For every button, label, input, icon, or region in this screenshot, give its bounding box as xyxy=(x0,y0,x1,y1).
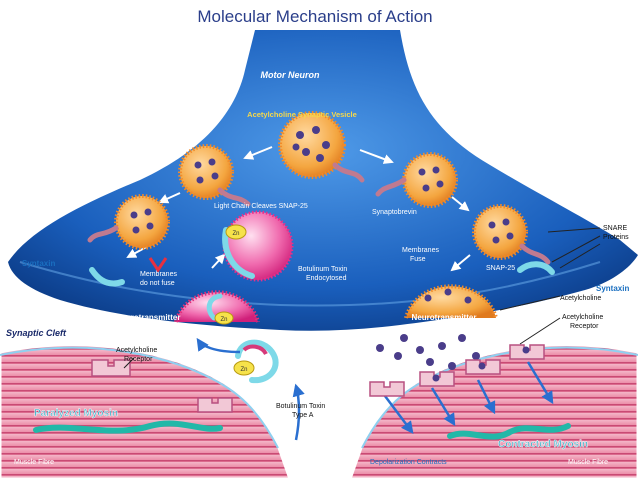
label-nt-released-1: Neurotransmitter xyxy=(412,313,477,322)
label-vesicle: Acetylcholine Synaptic Vesicle xyxy=(247,110,357,119)
label-light-chain: Light Chain Cleaves SNAP-25 xyxy=(214,203,308,210)
vesicle-blocked xyxy=(174,290,260,323)
label-depolarization: Depolarization Contracts xyxy=(370,459,447,466)
label-nt-not-released-2: Not Released xyxy=(123,323,174,332)
pointer-lines xyxy=(123,227,601,369)
label-ach-receptor-right-1: Acetylcholine xyxy=(562,314,603,321)
label-zn-2: Zn xyxy=(220,317,227,323)
label-ach-receptor-right-2: Receptor xyxy=(570,323,599,330)
label-botox-endo-2: Endocytosed xyxy=(306,275,347,282)
vesicle-center xyxy=(278,111,365,183)
vesicle-fusing xyxy=(404,284,498,319)
vesicle-right-2 xyxy=(472,204,551,265)
label-paralyzed-myosin: Paralyzed Myosin xyxy=(34,408,118,419)
label-membranes-not-fuse-1: Membranes xyxy=(140,271,177,278)
muscle-fibre-left-shape xyxy=(0,343,292,479)
acetylcholine-molecules xyxy=(376,334,480,370)
vesicle-left-1 xyxy=(178,144,251,207)
label-muscle-fibre-left: Muscle Fibre xyxy=(14,459,54,466)
paralyzed-myosin-fibre xyxy=(33,420,223,434)
label-botox-type-a-1: Botulinum Toxin xyxy=(276,403,325,410)
label-snare-1: SNARE xyxy=(603,225,627,232)
vesicle-right-1 xyxy=(375,152,458,208)
label-snap25: SNAP-25 xyxy=(486,265,515,272)
label-zn-3: Zn xyxy=(240,367,247,373)
diagram-title: Molecular Mechanism of Action xyxy=(197,7,432,26)
label-syntaxin-right: Syntaxin xyxy=(596,284,629,293)
label-zn-1: Zn xyxy=(232,231,239,237)
label-ach-receptor-left-2: Receptor xyxy=(124,356,153,363)
label-membranes-not-fuse-2: do not fuse xyxy=(140,280,175,287)
label-ach-receptor-left-1: Acetylcholine xyxy=(116,347,157,354)
motor-neuron-body xyxy=(8,30,638,331)
label-contracted-myosin: Contracted Myosin xyxy=(498,439,588,450)
label-botox-type-a-2: Type A xyxy=(292,412,314,419)
label-syntaxin-left: Syntaxin xyxy=(22,259,55,268)
label-nt-not-released-1: Neurotransmitter xyxy=(116,313,181,322)
label-motor-neuron: Motor Neuron xyxy=(261,70,320,80)
label-synaptobrevin: Synaptobrevin xyxy=(372,209,417,216)
botulinum-toxin-endocytosed xyxy=(222,210,294,282)
botulinum-toxin-type-a xyxy=(206,293,279,384)
label-synaptic-cleft: Synaptic Cleft xyxy=(6,328,67,338)
label-muscle-fibre-right: Muscle Fibre xyxy=(568,459,608,466)
label-acetylcholine: Acetylcholine xyxy=(560,295,601,302)
contracted-myosin-fibre xyxy=(447,423,571,440)
label-snare-2: Proteins xyxy=(603,234,629,241)
syntaxin-left-shape xyxy=(89,267,125,287)
vesicle-left-2 xyxy=(87,194,170,250)
label-membranes-fuse-1: Membranes xyxy=(402,247,439,254)
label-botox-endo-1: Botulinum Toxin xyxy=(298,266,347,273)
label-membranes-fuse-2: Fuse xyxy=(410,256,426,263)
label-nt-released-2: Released xyxy=(426,323,461,332)
process-arrows xyxy=(196,337,554,441)
syntaxin-right-shape xyxy=(517,261,555,275)
